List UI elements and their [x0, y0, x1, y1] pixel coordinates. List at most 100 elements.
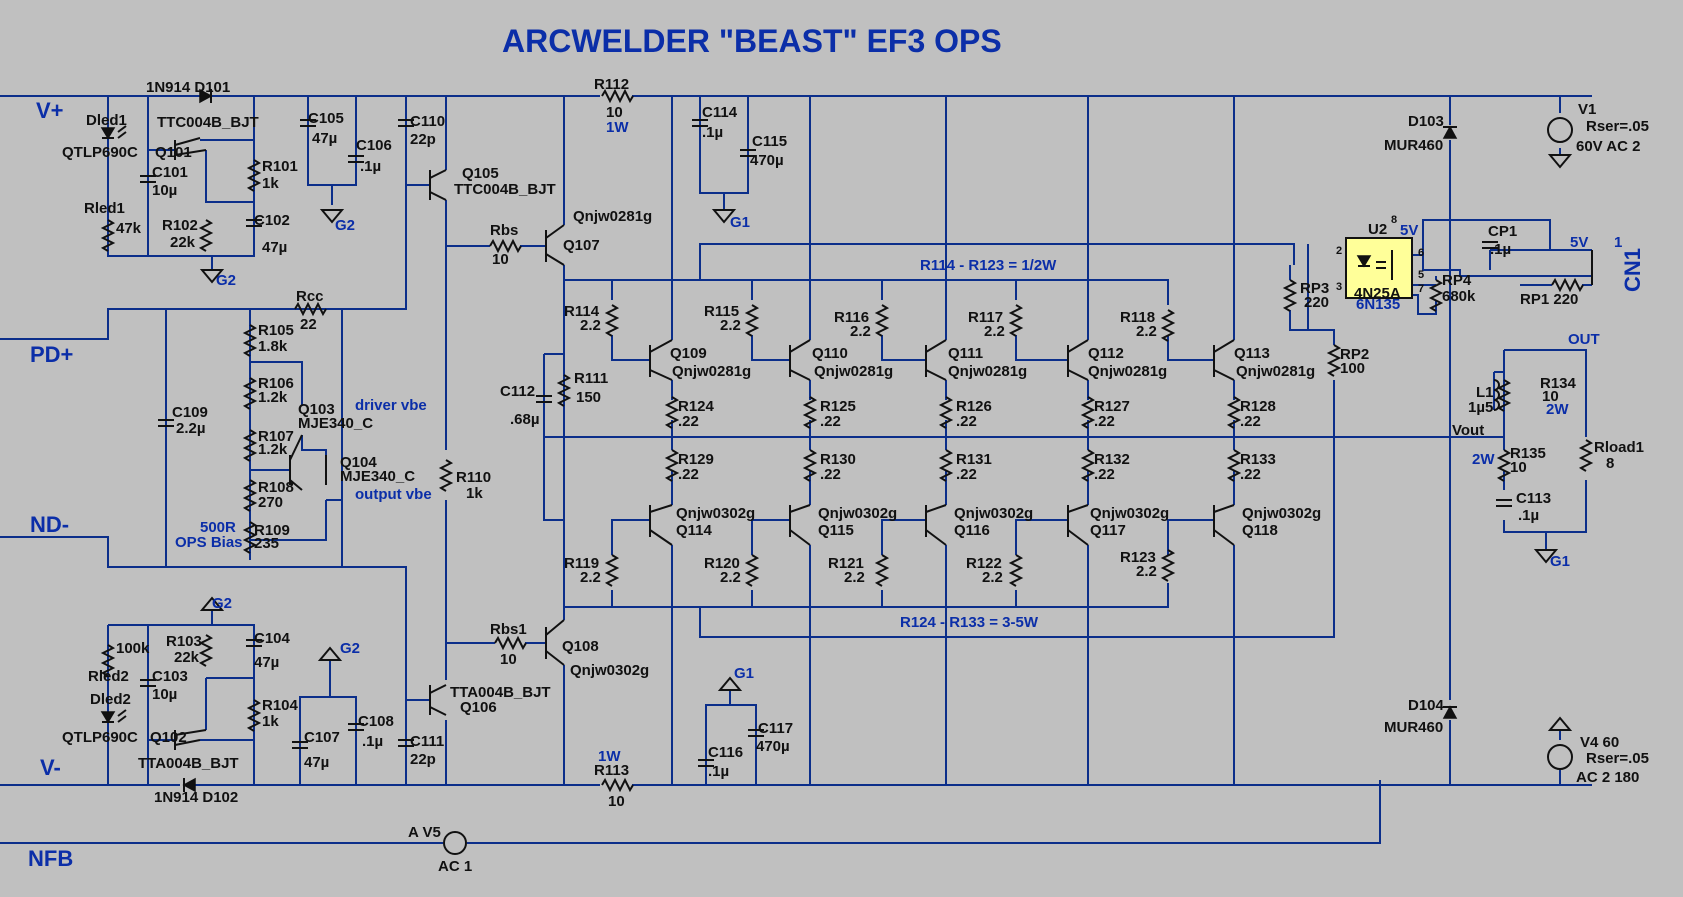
label-q101-model: TTC004B_BJT	[157, 114, 259, 131]
net-5v: 5V	[1570, 234, 1588, 251]
label-rp1-ref: RP1	[1520, 291, 1549, 308]
connector-cn1: CN1	[1620, 248, 1645, 292]
net-vout: Vout	[1452, 422, 1484, 439]
source-v5	[443, 831, 467, 855]
label-q116-ref: Q116	[954, 522, 990, 539]
label-c115-value: 470µ	[750, 152, 784, 169]
label-r103-value: 22k	[174, 649, 200, 666]
label-c101-value: 10µ	[152, 182, 177, 199]
label-q105-ref: Q105	[462, 165, 499, 182]
label-rp2-ref: RP2	[1340, 346, 1369, 363]
resistors	[100, 88, 1594, 793]
label-r135-value: 10	[1510, 459, 1527, 476]
label-r106-value: 1.2k	[258, 389, 288, 406]
label-r116-value: 2.2	[850, 323, 871, 340]
label-q114-ref: Q114	[676, 522, 713, 539]
label-q104-model: MJE340_C	[340, 468, 415, 485]
label-r131-ref: R131	[956, 451, 992, 468]
net-vplus: V+	[36, 98, 64, 123]
label-q109-model: Qnjw0281g	[672, 363, 751, 380]
label-r104-value: 1k	[262, 713, 279, 730]
label-r104-ref: R104	[262, 697, 299, 714]
label-r120-value: 2.2	[720, 569, 741, 586]
label-r102-ref: R102	[162, 217, 198, 234]
label-r101-value: 1k	[262, 175, 279, 192]
transistors	[174, 137, 1235, 750]
label-c112-value: .68µ	[510, 411, 540, 428]
label-q109-ref: Q109	[670, 345, 707, 362]
capacitors	[140, 119, 1512, 767]
ground-g2-bottom: G2	[340, 640, 360, 657]
label-r103-ref: R103	[166, 633, 202, 650]
label-c107-ref: C107	[304, 729, 340, 746]
ground-g1-out: G1	[1550, 553, 1570, 570]
symbols	[100, 88, 1594, 855]
label-q116-model: Qnjw0302g	[954, 505, 1033, 522]
led-dled1	[100, 125, 127, 140]
label-l1-ref: L1	[1476, 384, 1494, 401]
label-r113-ref: R113	[594, 762, 629, 779]
label-v5: A V5	[408, 824, 441, 841]
label-rbs1-ref: Rbs1	[490, 621, 527, 638]
label-r131-value: .22	[956, 466, 977, 483]
label-r105-ref: R105	[258, 322, 294, 339]
label-r110-ref: R110	[456, 469, 491, 486]
label-q108-model: Qnjw0302g	[570, 662, 649, 679]
label-q112-model: Qnjw0281g	[1088, 363, 1167, 380]
label-u2_pins-p6: 6	[1418, 247, 1424, 259]
label-r107-ref: R107	[258, 428, 294, 445]
label-q101-ref: Q101	[155, 144, 192, 161]
schematic-title: ARCWELDER "BEAST" EF3 OPS	[502, 23, 1002, 59]
label-c116-value: .1µ	[708, 763, 729, 780]
label-q104-ref: Q104	[340, 454, 377, 471]
label-d101-ref: D101	[194, 79, 230, 96]
label-q106-ref: Q106	[460, 699, 497, 716]
diode-d104	[1442, 705, 1458, 719]
label-r126-value: .22	[956, 413, 977, 430]
net-vminus: V-	[40, 755, 61, 780]
net-nfb: NFB	[28, 846, 73, 871]
note-driver-vbe: driver vbe	[355, 397, 427, 414]
label-c109-ref: C109	[172, 404, 208, 421]
label-r109-value: 235	[254, 535, 279, 552]
label-r111-ref: R111	[574, 370, 608, 387]
label-r124-ref: R124	[678, 398, 715, 415]
label-u2-ref: U2	[1368, 221, 1387, 238]
label-c107-value: 47µ	[304, 754, 329, 771]
label-dled2-value: QTLP690C	[62, 729, 138, 746]
label-c101-ref: C101	[152, 164, 188, 181]
label-v1-rser: Rser=.05	[1586, 118, 1649, 135]
label-v4-value: 60	[1603, 734, 1620, 751]
label-u2_5v: 5V	[1400, 222, 1418, 239]
label-q106-model: TTA004B_BJT	[450, 684, 551, 701]
note-r113-watt: 1W	[598, 748, 621, 765]
label-rp3-ref: RP3	[1300, 280, 1329, 297]
label-r125-value: .22	[820, 413, 841, 430]
label-q111-ref: Q111	[948, 345, 983, 362]
label-c110-ref: C110	[410, 113, 445, 130]
label-rp1-value: 220	[1553, 291, 1578, 308]
label-dled1-value: QTLP690C	[62, 144, 138, 161]
label-r134-ref: R134	[1540, 375, 1577, 392]
ground-symbols	[199, 154, 1573, 731]
label-r121-value: 2.2	[844, 569, 865, 586]
ground-g2-led: G2	[216, 272, 236, 289]
label-q118-ref: Q118	[1242, 522, 1278, 539]
label-r119-value: 2.2	[580, 569, 601, 586]
note-500r: 500R	[200, 519, 236, 536]
label-c114-ref: C114	[702, 104, 738, 121]
label-r117-value: 2.2	[984, 323, 1005, 340]
net-pdplus: PD+	[30, 342, 73, 367]
label-r108-ref: R108	[258, 479, 294, 496]
label-rcc-value: 22	[300, 316, 317, 333]
label-rp4-ref: RP4	[1442, 272, 1472, 289]
label-rled2-ref: Rled2	[88, 668, 129, 685]
label-r124-value: .22	[678, 413, 699, 430]
label-u2_pins-p2: 2	[1336, 245, 1342, 257]
ground-g2-top: G2	[335, 217, 355, 234]
label-q111-model: Qnjw0281g	[948, 363, 1027, 380]
label-c102-ref: C102	[254, 212, 290, 229]
label-rload1-value: 8	[1606, 455, 1614, 472]
label-c117-value: 470µ	[756, 738, 790, 755]
label-u2_pins-p3: 3	[1336, 281, 1342, 293]
